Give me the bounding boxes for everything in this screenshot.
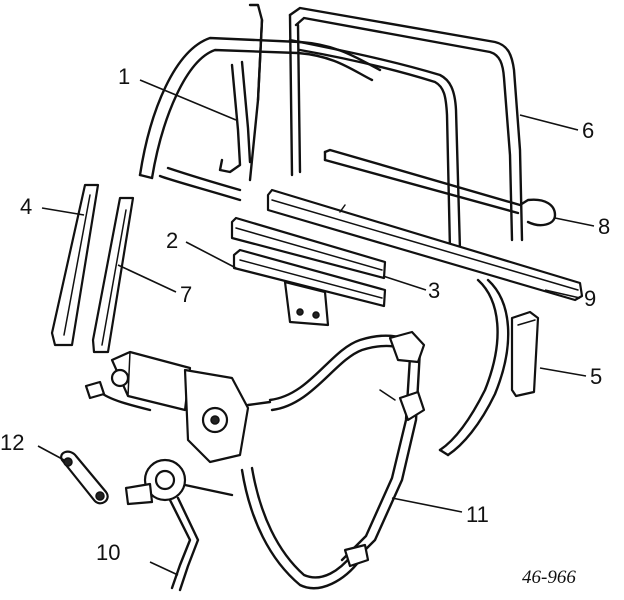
callout-6: 6 xyxy=(582,118,594,143)
part-11-window-regulator xyxy=(240,330,426,590)
part-5-filler-block xyxy=(510,310,540,398)
callout-labels: 1 2 3 4 5 6 7 8 9 10 11 12 xyxy=(0,64,610,565)
callout-10: 10 xyxy=(96,540,120,565)
part-7-guide-channel xyxy=(91,196,135,354)
callout-4: 4 xyxy=(20,194,32,219)
part-8-weatherstrip xyxy=(323,148,557,227)
part-6-glass-run-channel xyxy=(288,6,524,252)
callout-9: 9 xyxy=(584,286,596,311)
callout-11: 11 xyxy=(466,502,489,527)
part-9-belt-molding xyxy=(266,188,584,302)
callout-3: 3 xyxy=(428,278,440,303)
part-10-crank-assembly xyxy=(124,458,234,592)
figure-reference-code: 46-966 xyxy=(522,567,576,588)
callout-2: 2 xyxy=(166,228,178,253)
callout-leaders xyxy=(37,79,595,576)
rear-run-channel xyxy=(438,278,510,457)
part-2-inner-seal xyxy=(230,216,387,280)
part-1-window-frame xyxy=(138,3,382,202)
callout-8: 8 xyxy=(598,214,610,239)
callout-1: 1 xyxy=(118,64,130,89)
part-3-belt-strip xyxy=(232,248,387,327)
callout-5: 5 xyxy=(590,364,602,389)
regulator-motor xyxy=(84,350,272,464)
callout-7: 7 xyxy=(180,282,192,307)
part-12-link-bracket xyxy=(60,450,109,505)
callout-12: 12 xyxy=(0,430,24,455)
part-4-guide-channel xyxy=(50,183,100,347)
